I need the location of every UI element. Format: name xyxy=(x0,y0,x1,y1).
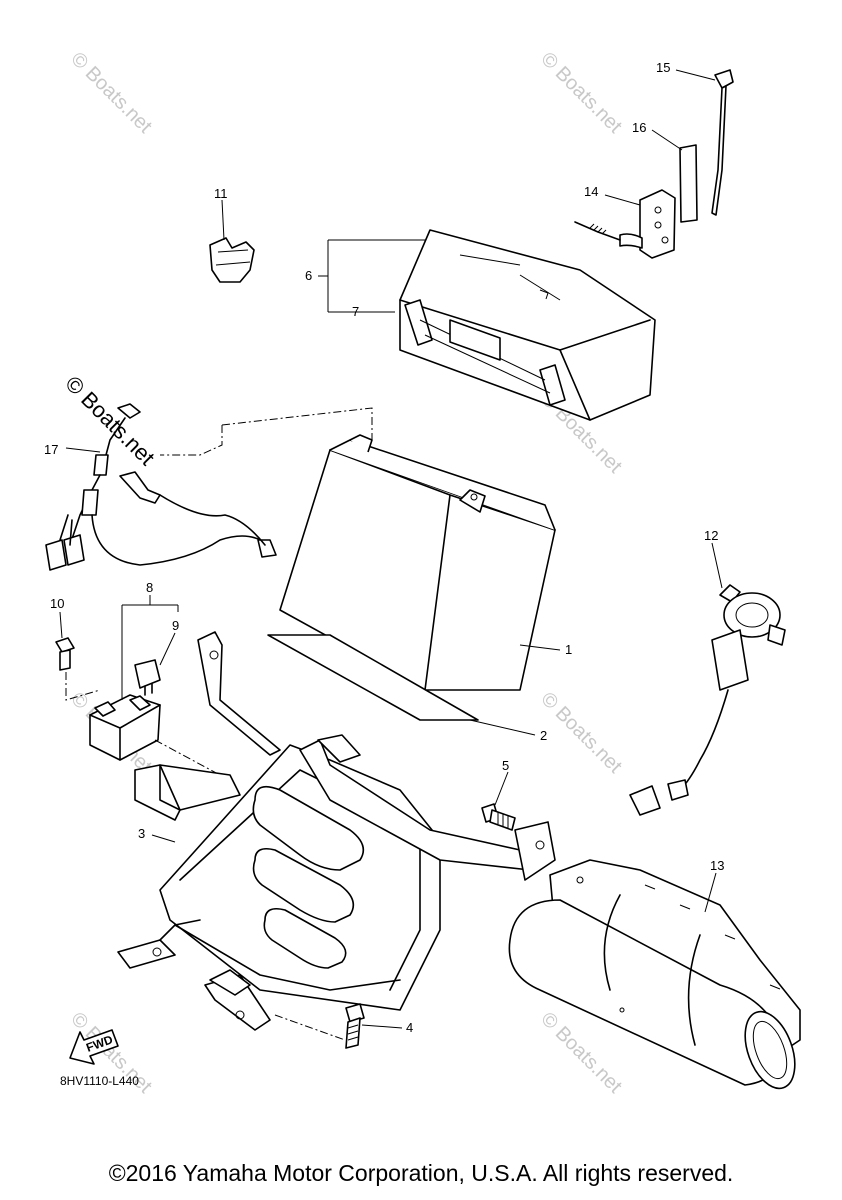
part-11-clip xyxy=(209,237,255,283)
fwd-arrow-icon: FWD xyxy=(69,1029,119,1065)
callout-2: 2 xyxy=(540,728,547,743)
part-15-cable-tie xyxy=(711,69,734,216)
part-17-harness xyxy=(45,403,277,571)
callout-14: 14 xyxy=(584,184,598,199)
part-9-fuse xyxy=(134,659,161,696)
callout-5: 5 xyxy=(502,758,509,773)
callout-13: 13 xyxy=(710,858,724,873)
callout-3: 3 xyxy=(138,826,145,841)
callout-7: 7 xyxy=(352,304,359,319)
part-2-battery-pad xyxy=(267,634,479,721)
callout-16: 16 xyxy=(632,120,646,135)
part-16-pad xyxy=(679,144,698,223)
part-6-battery-cover xyxy=(399,229,656,421)
part-12-power-socket xyxy=(629,584,786,816)
part-4-bolt xyxy=(274,1003,365,1049)
callout-1: 1 xyxy=(565,642,572,657)
leader-lines xyxy=(59,69,723,1029)
callout-labels: 1 2 3 4 5 6 7 8 9 10 11 12 13 14 15 16 1… xyxy=(44,60,724,1035)
part-3-battery-bracket xyxy=(117,631,556,1031)
part-5-bolt xyxy=(481,803,516,831)
callout-15: 15 xyxy=(656,60,670,75)
part-14-sensor xyxy=(574,189,676,259)
watermark: © Boats.net xyxy=(536,688,626,778)
parts-diagram: © Boats.net © Boats.net © Boats.net © Bo… xyxy=(44,48,801,1098)
part-1-battery xyxy=(279,434,556,691)
watermark: © Boats.net xyxy=(66,48,156,138)
watermark-dark: © Boats.net xyxy=(60,371,159,470)
callout-6: 6 xyxy=(305,268,312,283)
copyright-text: ©2016 Yamaha Motor Corporation, U.S.A. A… xyxy=(108,1160,734,1186)
drawing-code: 8HV1110-L440 xyxy=(60,1074,139,1088)
callout-4: 4 xyxy=(406,1020,413,1035)
callout-8: 8 xyxy=(146,580,153,595)
watermark: © Boats.net xyxy=(536,48,626,138)
callout-9: 9 xyxy=(172,618,179,633)
callout-17: 17 xyxy=(44,442,58,457)
part-8-fuse-box xyxy=(89,694,221,776)
callout-11: 11 xyxy=(214,186,228,201)
part-10-bolt xyxy=(55,637,101,701)
part-13-sleeve xyxy=(508,859,801,1090)
callout-10: 10 xyxy=(50,596,64,611)
callout-12: 12 xyxy=(704,528,718,543)
